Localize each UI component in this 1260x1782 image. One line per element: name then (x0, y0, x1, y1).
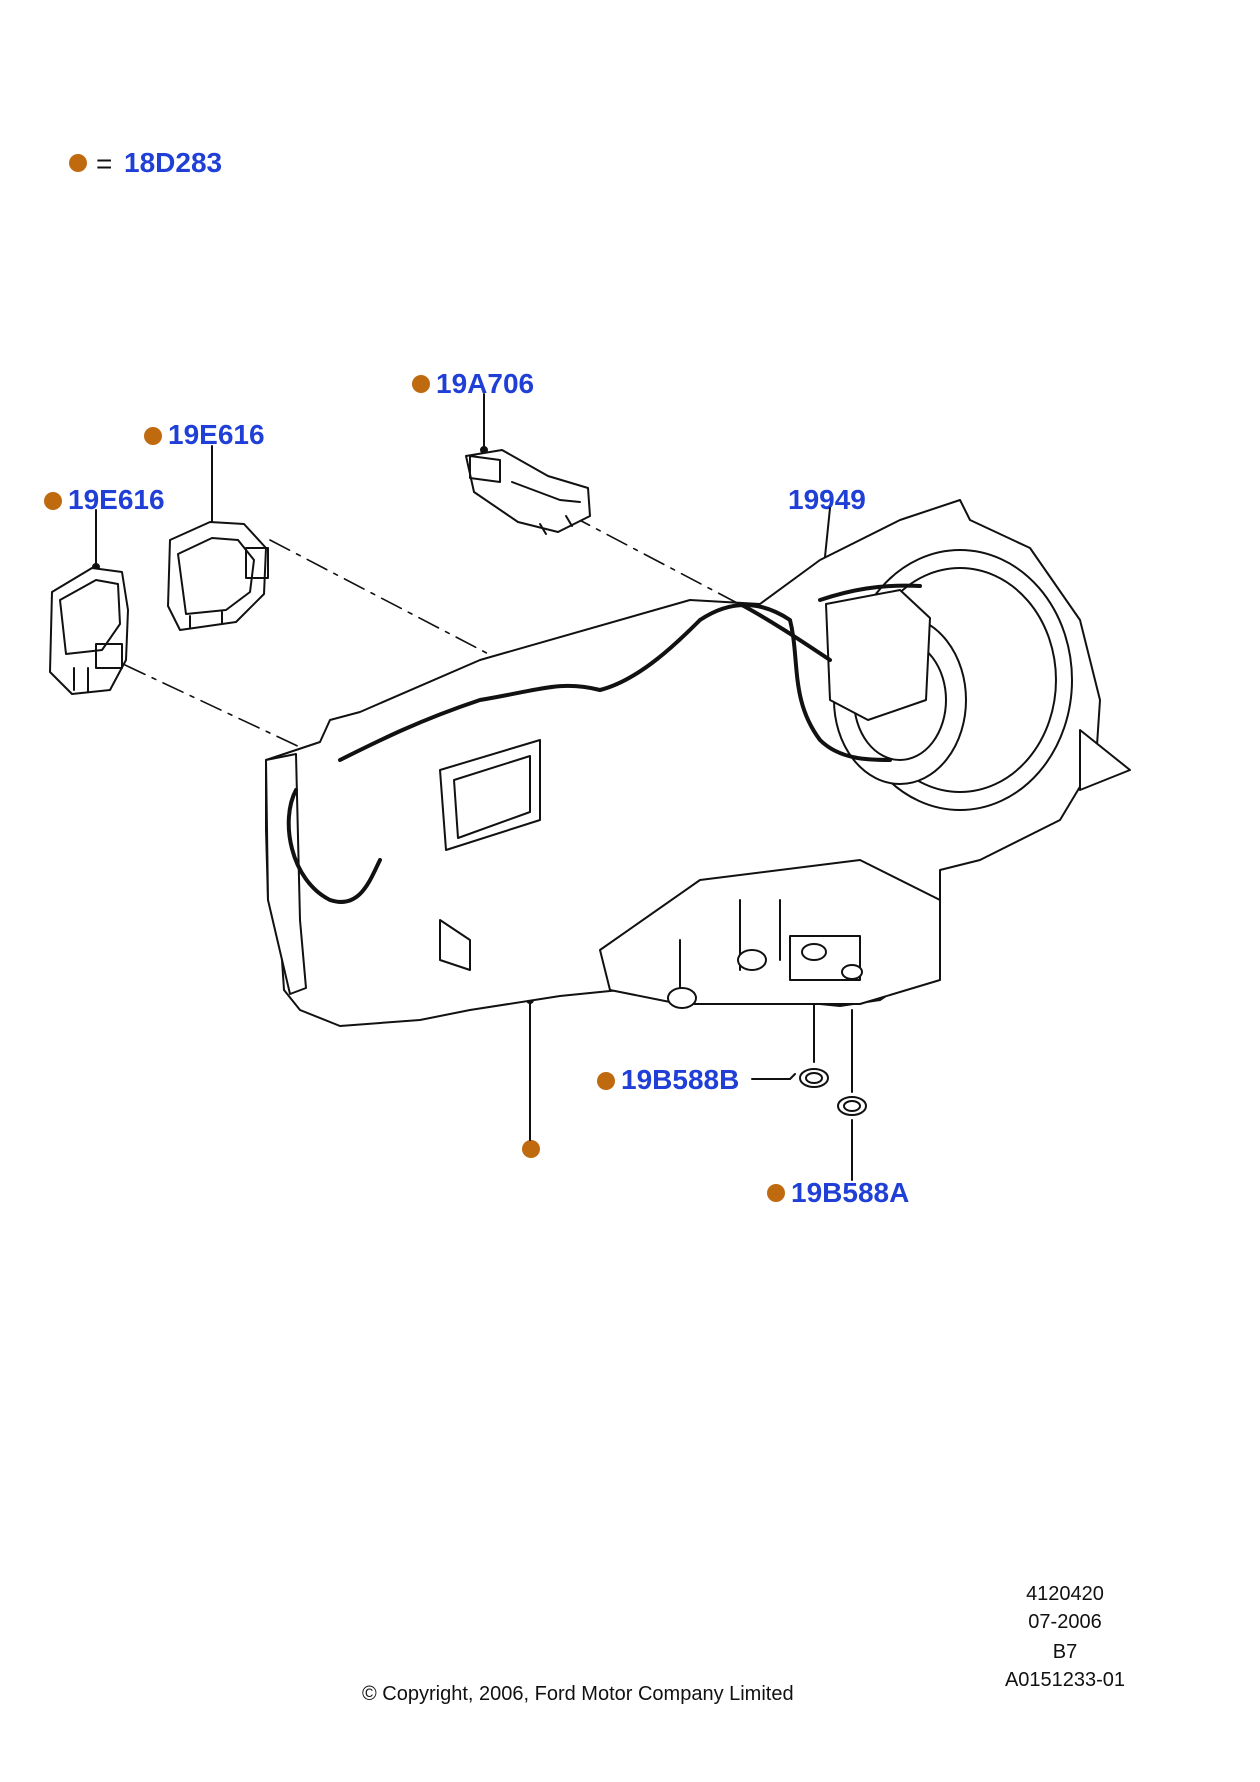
callout-blower[interactable]: 19949 (788, 484, 866, 515)
actuator-1-part (49, 567, 129, 695)
legend-dot-icon (69, 154, 87, 172)
illustration-id: A0151233-01 (1004, 1669, 1126, 1691)
seal-a-part (837, 1096, 867, 1116)
callout-resistor[interactable]: 19A706 (436, 368, 535, 399)
actuator-2-part (167, 521, 269, 631)
hvac-housing (265, 499, 1131, 1027)
callout-actuator-2[interactable]: 19E616 (168, 419, 265, 450)
leader-line (751, 1073, 796, 1080)
wiring-harness (286, 583, 922, 904)
callout-seal-a[interactable]: 19B588A (791, 1177, 910, 1208)
callout-actuator-1[interactable]: 19E616 (68, 484, 165, 515)
seal-b-part (799, 1068, 829, 1088)
callout-dot-icon (522, 1140, 540, 1158)
illustration-date: 07-2006 (1028, 1611, 1102, 1633)
callout-dot-icon (597, 1072, 615, 1090)
legend-part-number[interactable]: 18D283 (124, 147, 223, 178)
callout-dot-icon (767, 1184, 785, 1202)
illustration-code: B7 (1052, 1641, 1078, 1663)
resistor-part (465, 449, 591, 535)
callout-dot-icon (44, 492, 62, 510)
callout-seal-b[interactable]: 19B588B (621, 1064, 740, 1095)
legend-equals: = (96, 148, 113, 179)
callout-dot-icon (412, 375, 430, 393)
callout-dot-icon (144, 427, 162, 445)
copyright-text: © Copyright, 2006, Ford Motor Company Li… (362, 1683, 794, 1705)
illustration-number: 4120420 (1026, 1583, 1104, 1605)
